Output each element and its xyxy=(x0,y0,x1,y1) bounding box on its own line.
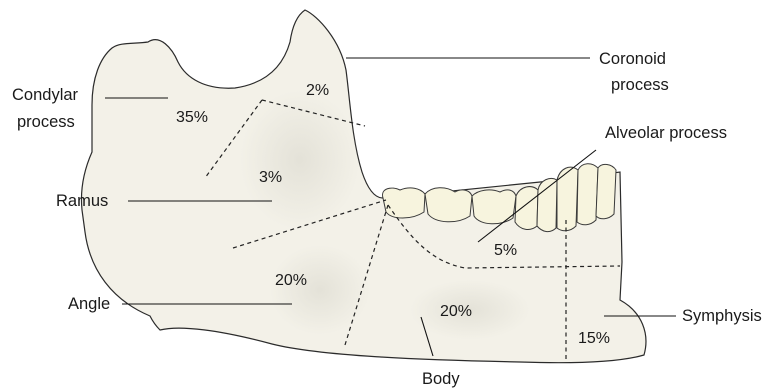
bone-shading xyxy=(240,90,360,230)
incisor xyxy=(596,164,616,218)
pct-symphysis: 15% xyxy=(578,330,610,347)
label-condylar-line2: process xyxy=(17,113,75,131)
pct-angle: 20% xyxy=(275,272,307,289)
molar xyxy=(472,190,516,224)
premolar xyxy=(515,187,538,230)
incisor xyxy=(577,164,598,225)
pct-condylar: 35% xyxy=(176,109,208,126)
label-ramus: Ramus xyxy=(56,192,108,210)
pct-ramus: 3% xyxy=(259,169,282,186)
pct-coronoid: 2% xyxy=(306,82,329,99)
molar xyxy=(425,188,472,222)
label-coronoid-line2: process xyxy=(611,76,669,94)
molar xyxy=(383,188,425,218)
canine xyxy=(557,167,578,231)
pct-alveolar: 5% xyxy=(494,242,517,259)
bone-shading xyxy=(270,245,370,335)
label-angle: Angle xyxy=(68,295,110,313)
label-alveolar: Alveolar process xyxy=(605,124,727,142)
pct-body: 20% xyxy=(440,303,472,320)
label-symphysis: Symphysis xyxy=(682,307,762,325)
label-body: Body xyxy=(422,370,460,388)
premolar xyxy=(537,178,557,231)
label-coronoid-line1: Coronoid xyxy=(599,50,666,68)
label-condylar-line1: Condylar xyxy=(12,86,79,104)
